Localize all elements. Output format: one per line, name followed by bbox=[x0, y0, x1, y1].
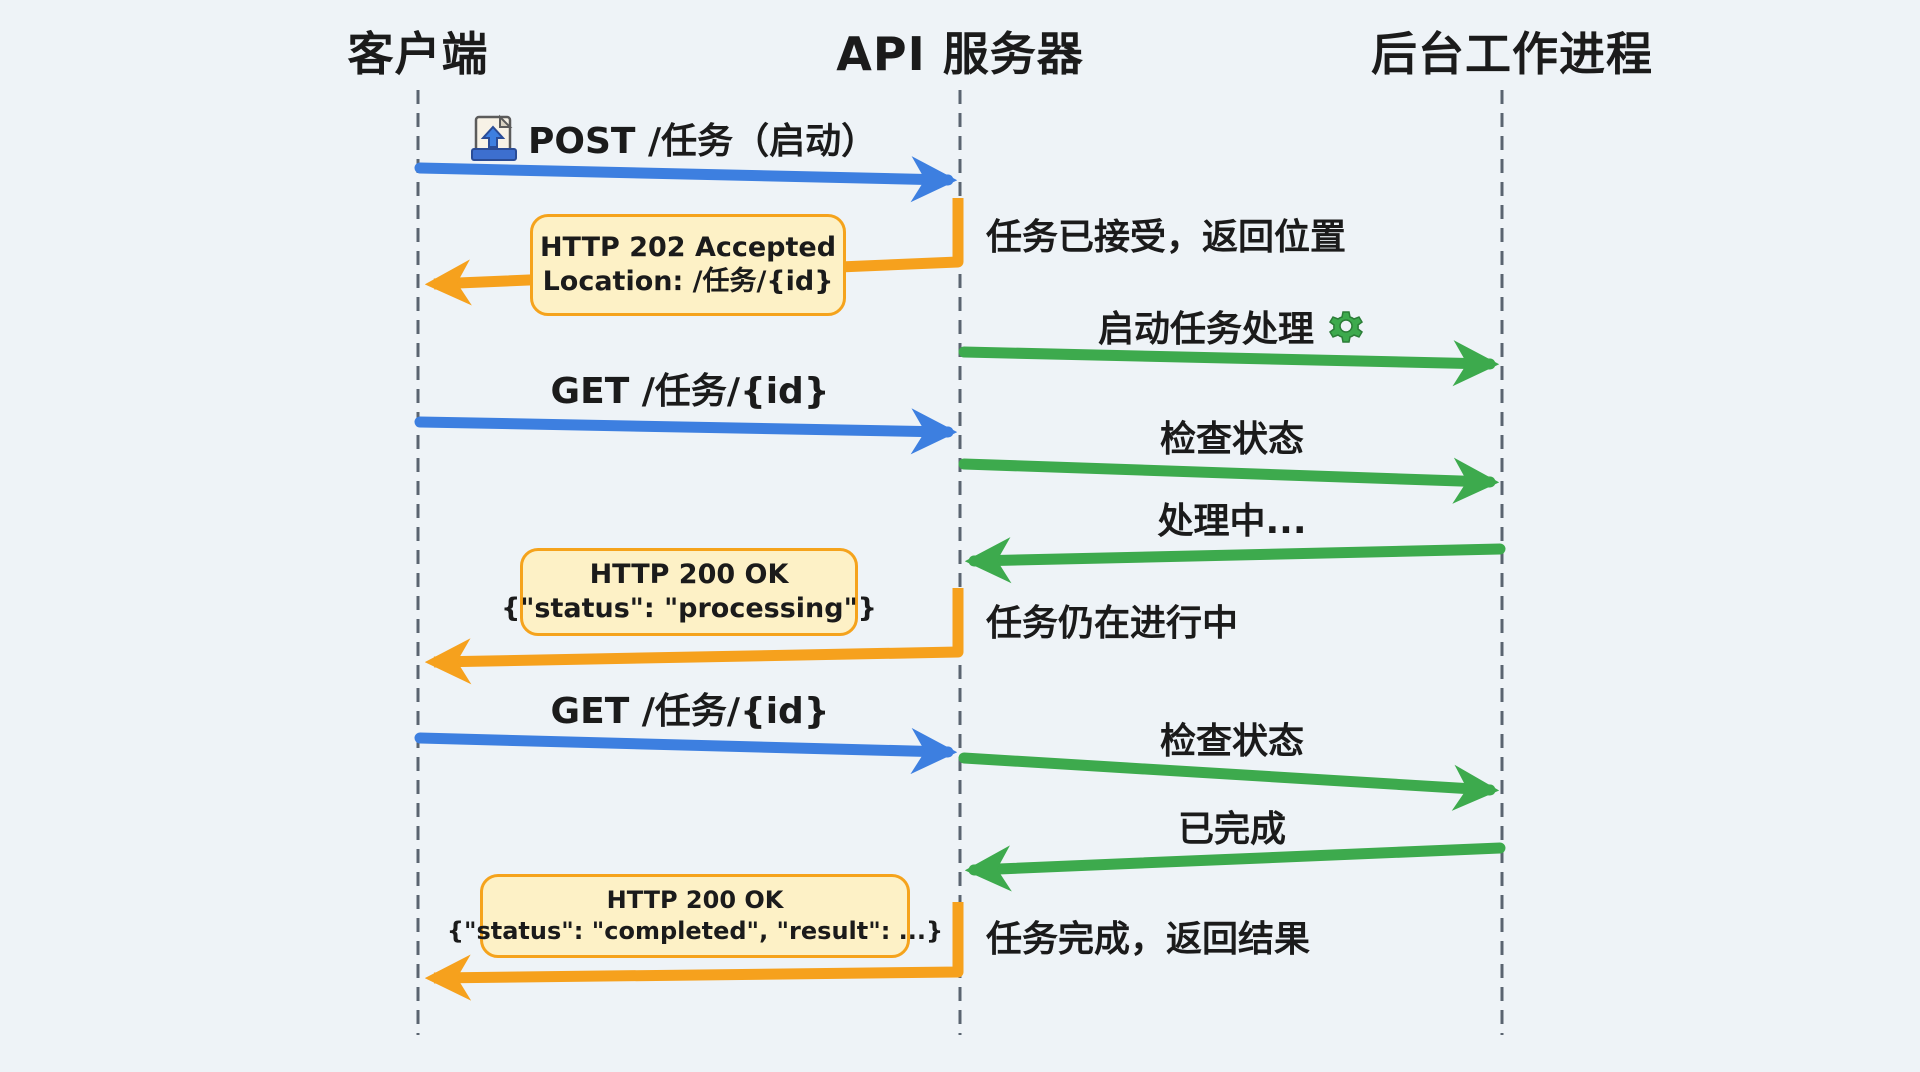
processing-response-bubble: HTTP 200 OK {"status": "processing"} bbox=[501, 548, 877, 636]
start-processing-arrow bbox=[958, 340, 1500, 387]
processing-arrow bbox=[964, 537, 1506, 584]
start-processing-message: 启动任务处理 bbox=[1098, 300, 1366, 352]
done-arrow bbox=[964, 842, 1506, 892]
processing-label: 处理中... bbox=[1157, 501, 1307, 542]
gear-icon bbox=[1329, 311, 1364, 343]
done-label: 已完成 bbox=[1177, 809, 1287, 850]
start-processing-label: 启动任务处理 bbox=[1098, 309, 1315, 350]
upload-document-icon bbox=[471, 114, 517, 161]
check2-arrow bbox=[958, 752, 1500, 811]
processing-status-line: HTTP 200 OK bbox=[589, 559, 789, 590]
completed-response-bubble: HTTP 200 OK {"status": "completed", "res… bbox=[447, 874, 943, 958]
complete-note: 任务完成，返回结果 bbox=[986, 919, 1311, 960]
completed-status-line: HTTP 200 OK bbox=[606, 886, 784, 914]
ok2-return-arrow bbox=[424, 902, 964, 1001]
still-running-note: 任务仍在进行中 bbox=[986, 603, 1239, 644]
post-message: POST /任务（启动） bbox=[470, 112, 877, 164]
get2-label: GET /任务/{id} bbox=[550, 691, 830, 732]
post-label: POST /任务（启动） bbox=[528, 121, 878, 162]
get1-label: GET /任务/{id} bbox=[550, 371, 830, 412]
get2-arrow bbox=[414, 727, 958, 775]
post-arrow bbox=[414, 156, 958, 203]
accepted-response-bubble: HTTP 202 Accepted Location: /任务/{id} bbox=[530, 214, 846, 316]
get1-arrow bbox=[414, 408, 958, 455]
api-lane-title: API 服务器 bbox=[836, 27, 1084, 81]
ok1-return-arrow bbox=[424, 588, 964, 685]
check1-label: 检查状态 bbox=[1159, 419, 1305, 460]
accepted-status-line: HTTP 202 Accepted bbox=[539, 232, 837, 263]
completed-body-line: {"status": "completed", "result": ...} bbox=[446, 917, 944, 945]
check1-arrow bbox=[958, 457, 1500, 504]
check2-label: 检查状态 bbox=[1159, 721, 1305, 762]
worker-lane-title: 后台工作进程 bbox=[1371, 27, 1653, 81]
processing-body-line: {"status": "processing"} bbox=[501, 593, 877, 624]
accepted-location-line: Location: /任务/{id} bbox=[542, 266, 834, 297]
accepted-note: 任务已接受，返回位置 bbox=[986, 217, 1347, 258]
client-lane-title: 客户端 bbox=[347, 27, 489, 81]
